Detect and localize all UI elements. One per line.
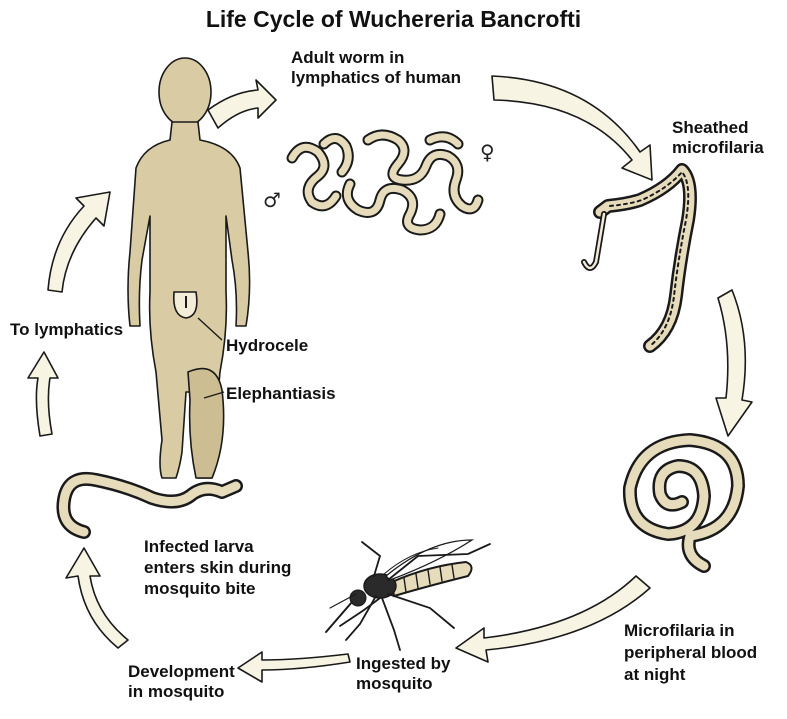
cycle-arrow-2 (491, 75, 653, 181)
label-larva-line-2: enters skin during (144, 558, 292, 577)
label-adult-worm: Adult worm in lymphatics of human (291, 48, 461, 88)
label-larva-line-3: mosquito bite (144, 579, 256, 598)
cycle-arrow-7 (27, 351, 59, 437)
label-mf-blood-line-1: Microfilaria in (624, 621, 735, 640)
label-adult-worm-line-2: lymphatics of human (291, 68, 462, 87)
label-infected-larva: Infected larva enters skin during mosqui… (144, 536, 291, 599)
mosquito (325, 539, 491, 651)
label-to-lymphatics: To lymphatics (10, 320, 124, 339)
label-sheathed-line-2: microfilaria (672, 138, 764, 157)
label-larva-line-1: Infected larva (144, 537, 254, 556)
adult-worms (286, 129, 484, 236)
label-adult-worm-line-1: Adult worm in (291, 48, 405, 67)
infected-larva (56, 472, 243, 539)
label-sheathed-line-1: Sheathed (672, 118, 749, 137)
label-ingested: Ingested by mosquito (356, 654, 450, 694)
label-sheathed-microfilaria: Sheathed microfilaria (672, 118, 764, 158)
coiled-microfilaria (622, 433, 745, 573)
human-figure (127, 57, 251, 479)
elephantiasis-pointer (203, 391, 225, 399)
cycle-arrow-5 (237, 651, 351, 683)
cycle-arrow-8 (47, 191, 111, 293)
female-symbol: ♀ (480, 140, 495, 164)
cycle-arrow-3 (715, 289, 753, 437)
cycle-arrow-1 (207, 79, 277, 129)
label-microfilaria-blood: Microfilaria in peripheral blood at nigh… (624, 620, 757, 686)
label-development-line-1: Development (128, 662, 235, 681)
label-hydrocele: Hydrocele (226, 336, 309, 355)
label-mf-blood-line-3: at night (624, 665, 686, 684)
cycle-arrow-6 (65, 547, 129, 649)
label-development: Development in mosquito (128, 662, 235, 702)
sheathed-microfilaria (581, 163, 697, 353)
label-ingested-line-2: mosquito (356, 674, 433, 693)
label-mf-blood-line-2: peripheral blood (624, 643, 758, 662)
hydrocele-pointer (197, 317, 223, 341)
label-ingested-line-1: Ingested by (356, 654, 451, 673)
label-development-line-2: in mosquito (128, 682, 225, 701)
cycle-arrow-4 (455, 575, 651, 663)
label-elephantiasis: Elephantiasis (226, 384, 336, 403)
male-symbol: ♂ (263, 188, 281, 212)
diagram-title: Life Cycle of Wuchereria Bancrofti (205, 6, 582, 32)
